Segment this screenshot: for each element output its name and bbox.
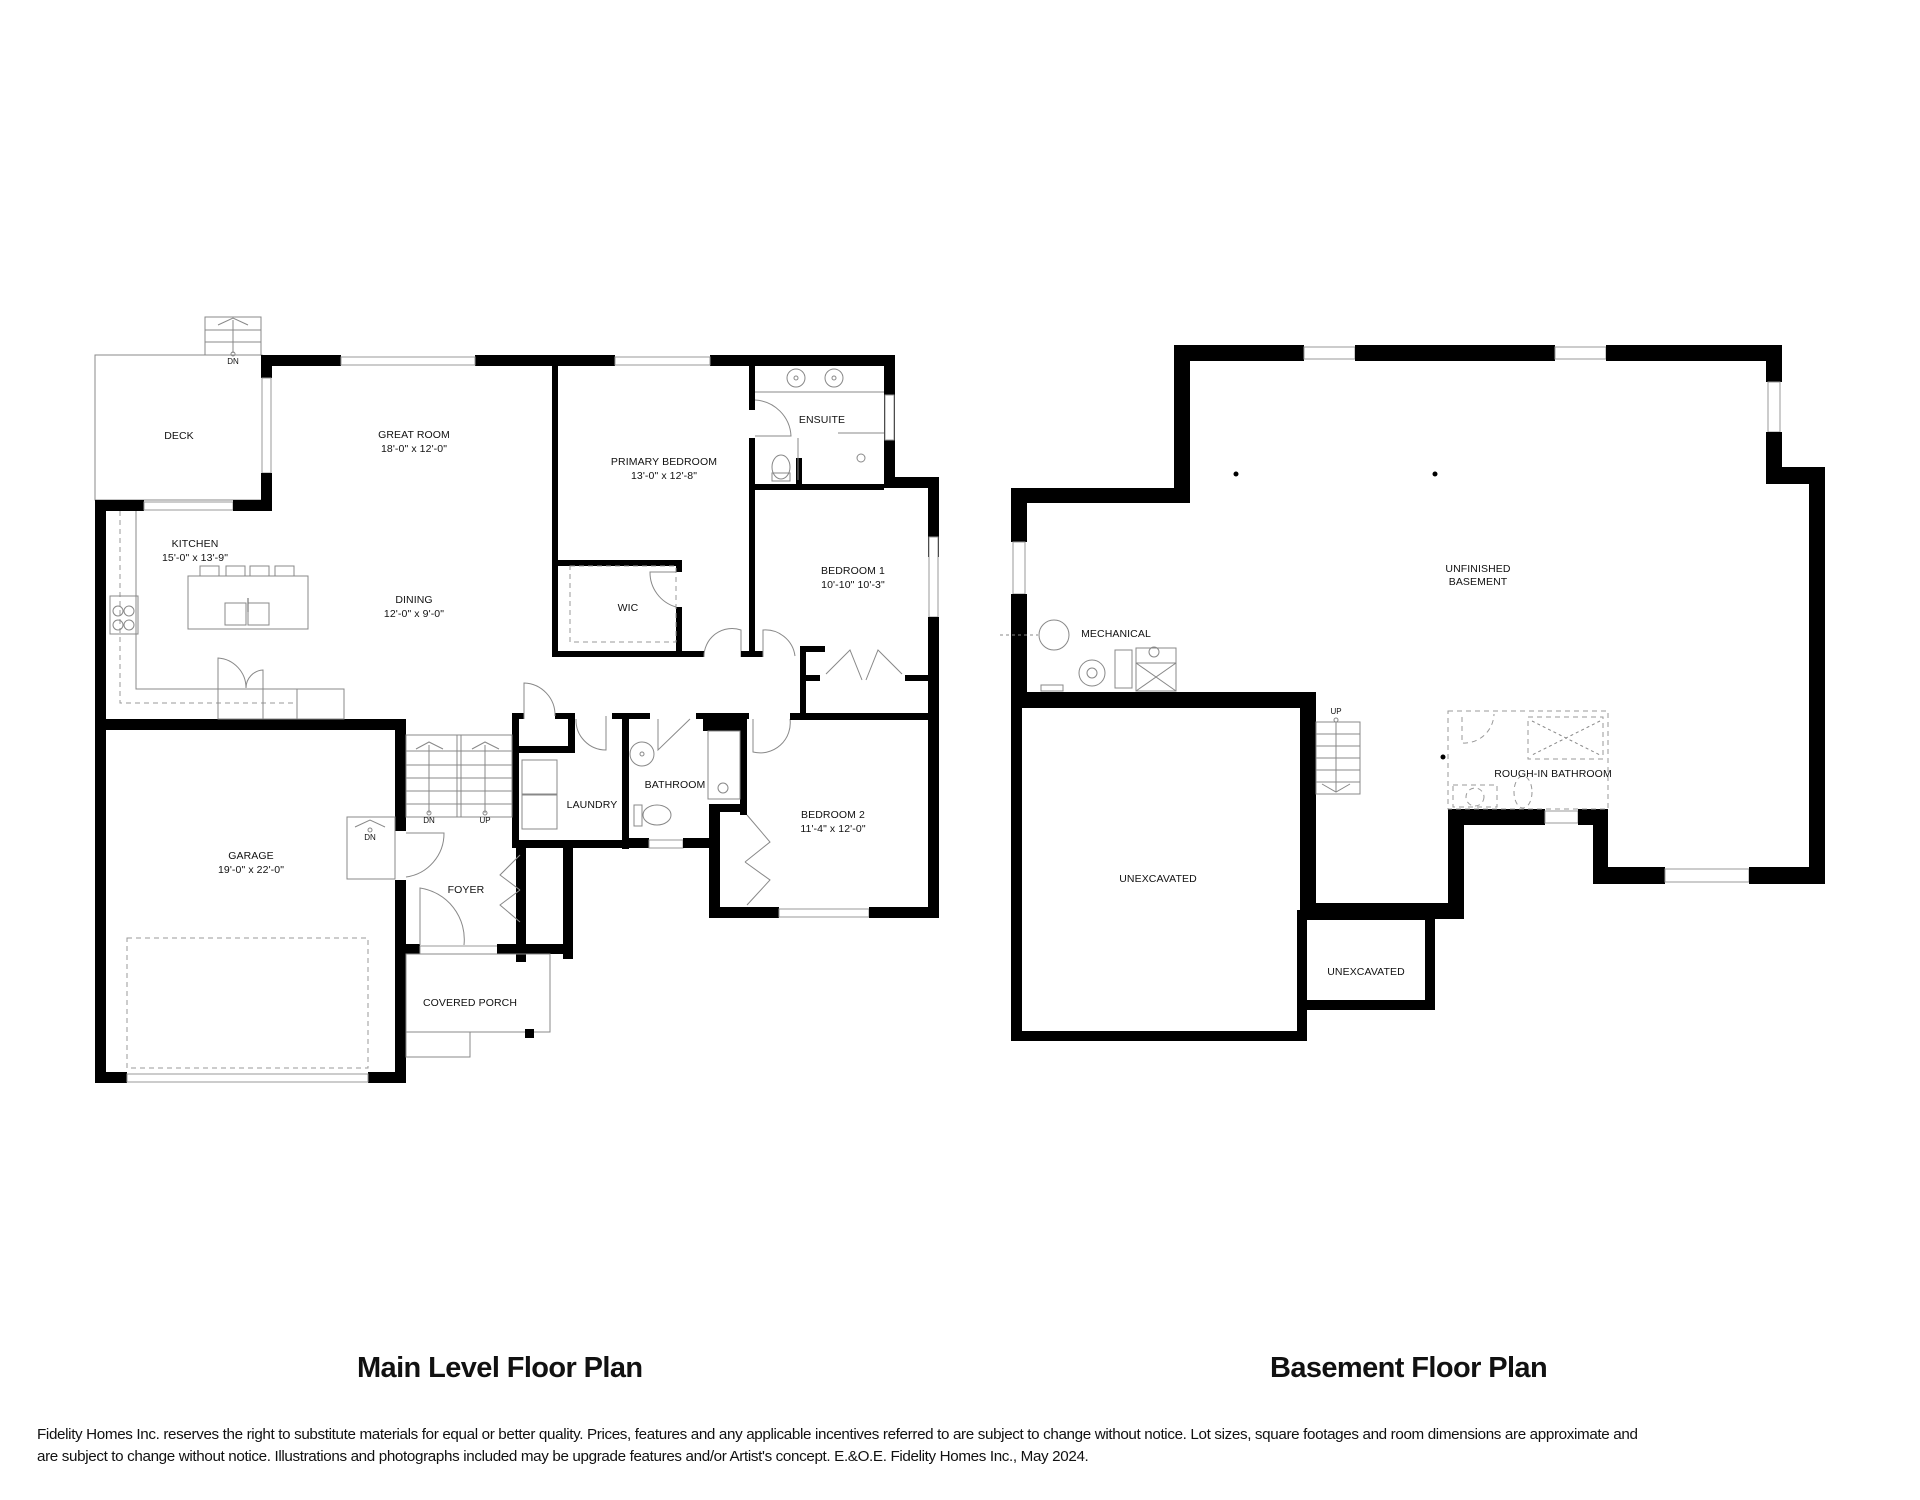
laundry-door: [575, 716, 607, 751]
bathroom-sink-icon: [629, 741, 655, 767]
stair-dn-label: DN: [423, 816, 435, 825]
deck-stair-icon: [204, 316, 262, 357]
washer-icon: [521, 759, 558, 795]
rough-in-bathroom-label: ROUGH-IN BATHROOM: [1494, 768, 1612, 780]
disclaimer-line-2: are subject to change without notice. Il…: [37, 1448, 1089, 1465]
great-room-label: GREAT ROOM: [378, 429, 450, 441]
primary-bedroom-door: [703, 628, 742, 658]
deck: DN: [94, 316, 263, 501]
great-room-dims: 18'-0" x 12'-0": [381, 443, 447, 455]
primary-bedroom-dims: 13'-0" x 12'-8": [631, 470, 697, 482]
kitchen-island: [187, 575, 309, 630]
deck-label: DECK: [164, 430, 194, 442]
main-level-room-labels: DECK GREAT ROOM 18'-0" x 12'-0" KITCHEN …: [162, 414, 885, 1009]
foyer-stairs-walls: DN UP DN: [346, 734, 573, 1058]
kitchen-dims: 15'-0" x 13'-9": [162, 552, 228, 564]
garage-dims: 19'-0" x 22'-0": [218, 864, 284, 876]
disclaimer-line-1: Fidelity Homes Inc. reserves the right t…: [37, 1426, 1638, 1443]
unfinished-basement-label-line2: BASEMENT: [1449, 576, 1508, 588]
main-stair-icon: [405, 734, 513, 818]
support-post-icon: [1440, 754, 1446, 760]
toilet-icon: [771, 454, 791, 480]
dryer-icon: [521, 794, 558, 830]
garage-label: GARAGE: [228, 850, 274, 862]
garage-entry-door: [405, 832, 445, 878]
rough-in-toilet-icon: [1513, 775, 1533, 809]
sump-pump-icon: [1078, 659, 1106, 687]
disclaimer: Fidelity Homes Inc. reserves the right t…: [37, 1424, 1897, 1468]
kitchen-label: KITCHEN: [172, 538, 219, 550]
main-level-plan: DN: [94, 316, 939, 1083]
garage-stair-icon: [346, 816, 396, 880]
dining-dims: 12'-0" x 9'-0": [384, 608, 444, 620]
bathroom-label: BATHROOM: [645, 779, 706, 791]
stair-up-label: UP: [479, 816, 490, 825]
wic-door: [649, 571, 677, 608]
ensuite-sink-icon: [786, 368, 806, 388]
bedroom-2-dims: 11'-4" x 12'-0": [800, 823, 865, 835]
primary-bedroom-label: PRIMARY BEDROOM: [611, 456, 717, 468]
bathtub-icon: [707, 730, 741, 800]
unexcavated-small-label: UNEXCAVATED: [1327, 966, 1405, 978]
basement-room-labels: UNFINISHED BASEMENT MECHANICAL ROUGH-IN …: [1081, 563, 1612, 978]
basement-title: Basement Floor Plan: [1270, 1352, 1548, 1384]
bedroom-1-door: [762, 629, 796, 657]
main-level-walls: [95, 355, 939, 1083]
bedroom-1-dims: 10'-10" 10'-3": [821, 579, 885, 591]
sink-icon: [224, 602, 247, 626]
ensuite-door: [754, 399, 792, 437]
garage-stair-dn-label: DN: [364, 833, 376, 842]
support-post-icon: [1233, 471, 1239, 477]
mechanical-label: MECHANICAL: [1081, 628, 1151, 640]
main-level-title: Main Level Floor Plan: [357, 1352, 643, 1384]
support-post-icon: [1432, 471, 1438, 477]
unexcavated-large-label: UNEXCAVATED: [1119, 873, 1197, 885]
bedroom-2-label: BEDROOM 2: [801, 809, 865, 821]
wic-label: WIC: [618, 602, 639, 614]
bathroom-toilet-icon: [642, 804, 672, 826]
ensuite-label: ENSUITE: [799, 414, 845, 426]
bathroom-door: [657, 718, 691, 752]
rough-in-bath-outline: [1447, 710, 1609, 810]
front-door: [419, 887, 465, 946]
pantry-door: [217, 657, 247, 689]
basement-fixtures: UP: [1000, 471, 1609, 810]
bedroom-2-door: [752, 718, 791, 754]
unfinished-basement-label-line1: UNFINISHED: [1445, 563, 1510, 575]
dining-label: DINING: [395, 594, 432, 606]
basement-plan: UP UNFINISHED BASEMENT MECHANICAL ROUGH-…: [1000, 345, 1825, 1041]
basement-stair-up-label: UP: [1330, 707, 1341, 716]
basement-stair-icon: [1315, 717, 1361, 795]
covered-porch-label: COVERED PORCH: [423, 997, 517, 1009]
bedroom-1-walls: [800, 646, 934, 719]
laundry-bath-walls: [512, 682, 939, 918]
foyer-label: FOYER: [448, 884, 485, 896]
kitchen-fixtures: [109, 511, 345, 720]
laundry-label: LAUNDRY: [567, 799, 618, 811]
bedroom-1-label: BEDROOM 1: [821, 565, 885, 577]
closet-door: [523, 682, 556, 719]
shower-icon: [1527, 716, 1604, 760]
covered-porch-outline: [405, 953, 551, 1033]
range-icon: [109, 595, 139, 635]
deck-stair-dn-label: DN: [227, 357, 239, 366]
basement-walls: [1011, 345, 1825, 1041]
water-heater-icon: [1038, 619, 1070, 651]
primary-suite-walls: [552, 366, 884, 658]
